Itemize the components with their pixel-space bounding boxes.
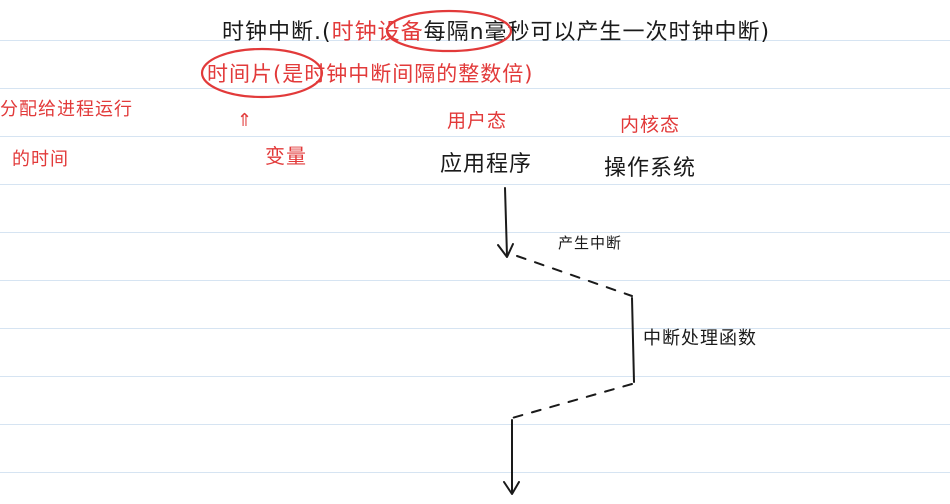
user-mode-label: 用户态 — [447, 110, 508, 132]
up-arrow-icon: ⇑ — [237, 110, 254, 131]
operating-system-label: 操作系统 — [604, 156, 697, 181]
time-slice-line: 时间片(是时钟中断间隔的整数倍) — [207, 58, 533, 88]
left-note-line2: 的时间 — [12, 149, 69, 170]
execution-arrow-line — [504, 187, 508, 257]
circle-around-time-slice — [200, 47, 324, 99]
application-label: 应用程序 — [440, 152, 533, 177]
circle-around-clock-device — [385, 9, 513, 53]
circled-time-slice: 时间片 — [207, 62, 273, 86]
arrow-down-icon — [497, 243, 514, 258]
interrupt-handler-label: 中断处理函数 — [643, 328, 757, 349]
kernel-mode-label: 内核态 — [620, 114, 681, 136]
interrupt-transition-dashed — [516, 255, 633, 297]
line1-prefix: 时钟中断.( — [222, 20, 332, 45]
line1-suffix: 每隔n毫秒可以产生一次时钟中断) — [423, 20, 771, 45]
interrupt-generated-label: 产生中断 — [558, 234, 623, 252]
clock-interrupt-heading: 时钟中断.(时钟设备每隔n毫秒可以产生一次时钟中断) — [222, 14, 770, 46]
return-transition-dashed — [511, 383, 633, 419]
arrow-down-icon — [503, 481, 520, 495]
left-note-line1: 分配给进程运行 — [0, 99, 133, 120]
circled-clock-device: 时钟设备 — [331, 20, 424, 45]
variable-label: 变量 — [265, 144, 307, 168]
handler-execution-line — [631, 297, 635, 383]
